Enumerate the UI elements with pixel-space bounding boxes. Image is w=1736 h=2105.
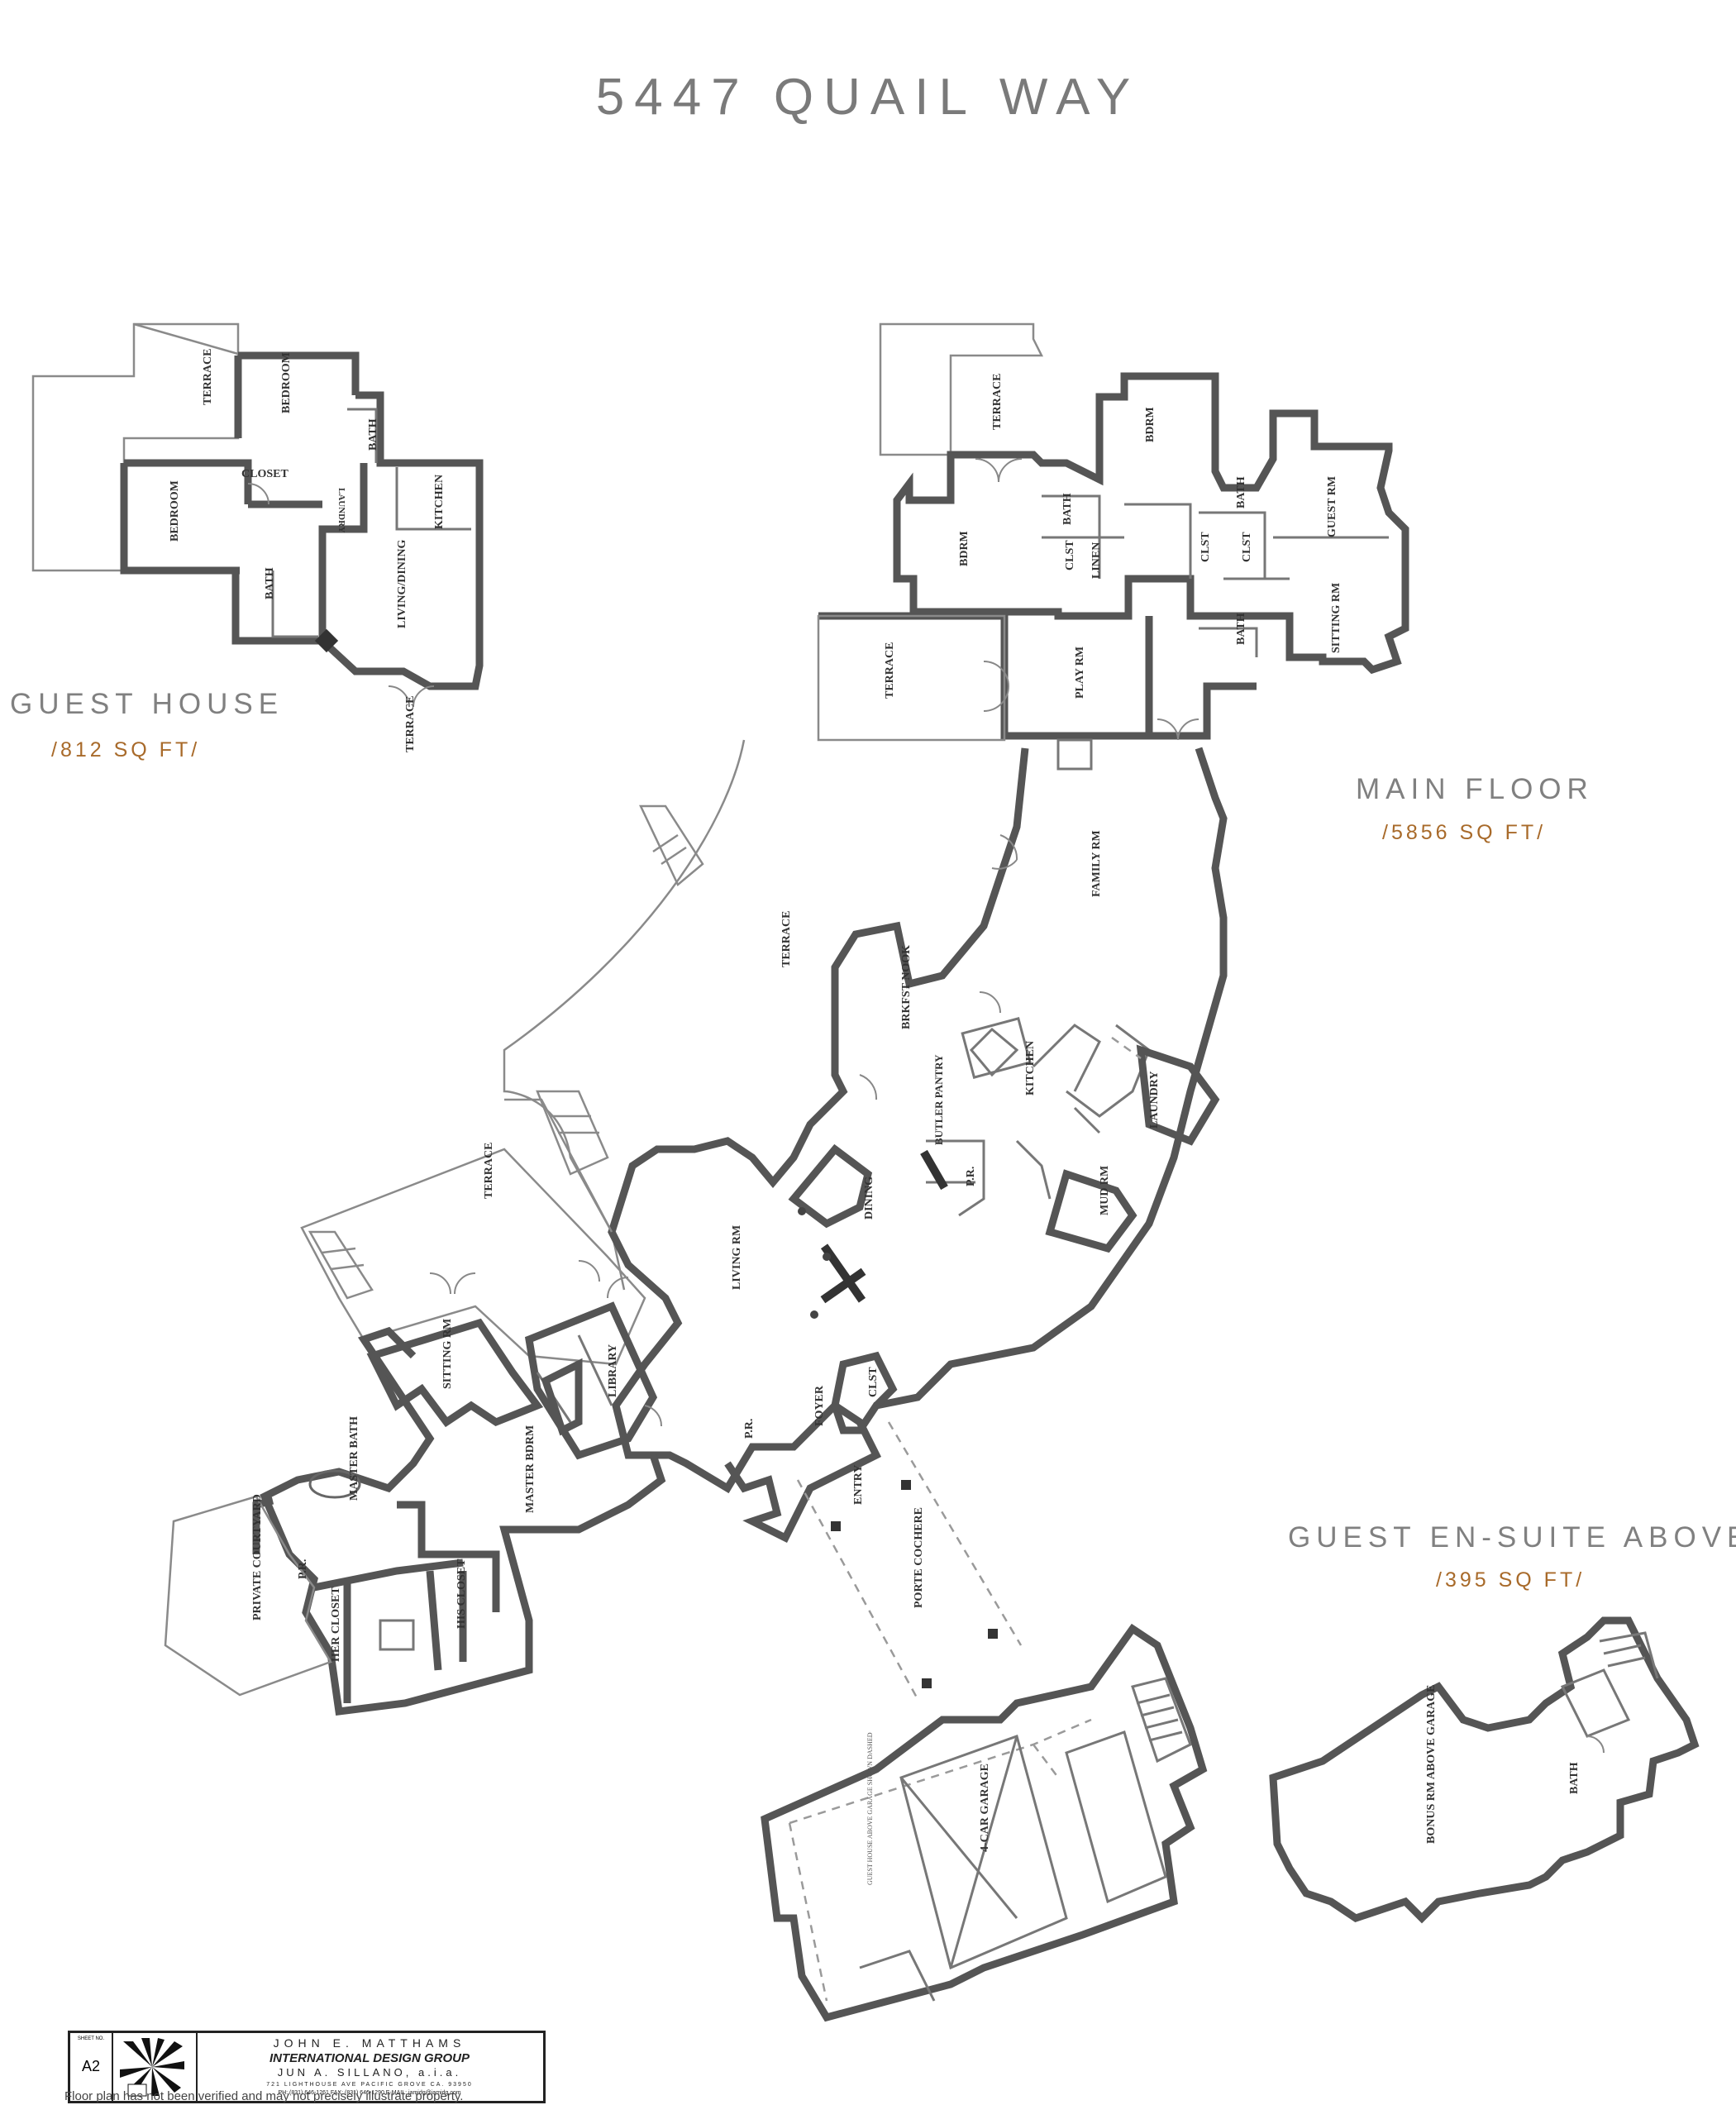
room-label: KITCHEN bbox=[433, 475, 446, 529]
room-label: TERRACE bbox=[780, 911, 793, 967]
room-label: MASTER BATH bbox=[348, 1416, 360, 1501]
firm-line-2: INTERNATIONAL DESIGN GROUP bbox=[269, 2051, 470, 2065]
room-label: LIVING RM bbox=[731, 1225, 743, 1290]
room-label: BDRM bbox=[958, 531, 971, 566]
room-label: SITTING RM bbox=[441, 1319, 454, 1389]
mf-terrace-top-outline bbox=[879, 322, 1044, 456]
room-label: CLST bbox=[1199, 532, 1212, 562]
room-label: TERRACE bbox=[884, 642, 896, 699]
room-label: P.R. bbox=[965, 1167, 977, 1186]
guest-house-plan: TERRACE BEDROOM BEDROOM BATH BATH CLOSET… bbox=[31, 322, 484, 752]
room-label: GUEST RM bbox=[1326, 476, 1338, 537]
title-block: SHEET NO. A2 JOHN E. MATTHAMS INTERNATIO… bbox=[68, 2031, 546, 2103]
main-floor-garage: 4-CAR GARAGE GUEST HOUSE ABOVE GARAGE SH… bbox=[761, 1623, 1208, 2022]
room-label: BATH bbox=[1568, 1762, 1581, 1794]
main-floor-north-wing: TERRACE BDRM BDRM BATH BATH BATH CLST CL… bbox=[817, 322, 1409, 771]
room-label: BEDROOM bbox=[280, 352, 293, 413]
guest-en-suite-plan: BONUS RM ABOVE GARAGE BATH bbox=[1269, 1616, 1700, 1924]
firm-line-3: JUN A. SILLANO, a.i.a. bbox=[277, 2066, 462, 2079]
room-label: CLST bbox=[1064, 540, 1076, 570]
main-floor-southwest-wing: TERRACE SITTING RM LIBRARY MASTER BATH M… bbox=[164, 1090, 666, 1716]
sheet-number: A2 bbox=[81, 2058, 101, 2074]
room-label: FAMILY RM bbox=[1090, 830, 1103, 897]
room-label: LIVING/DINING bbox=[396, 540, 408, 628]
room-label: BATH bbox=[367, 418, 379, 451]
main-floor-label: MAIN FLOOR bbox=[1356, 773, 1594, 805]
sheet-box: SHEET NO. A2 bbox=[70, 2033, 113, 2101]
room-label: BATH bbox=[1235, 476, 1247, 508]
room-label: HIS CLOSET bbox=[455, 1558, 468, 1629]
main-floor-entry: FOYER CLST P.R. ENTRY PORTE COCHERE bbox=[724, 1351, 1023, 1700]
room-label: 4-CAR GARAGE bbox=[979, 1764, 991, 1852]
room-label: TERRACE bbox=[404, 696, 417, 752]
room-label: MASTER BDRM bbox=[524, 1425, 537, 1513]
room-label: KITCHEN bbox=[1024, 1041, 1037, 1095]
disclaimer: Floor plan has not been verified and may… bbox=[64, 2089, 464, 2103]
firm-logo-icon bbox=[120, 2038, 184, 2097]
room-label: LAUNDRY bbox=[336, 488, 346, 533]
room-label: BUTLER PANTRY bbox=[932, 1054, 945, 1145]
plan-title: 5447 QUAIL WAY bbox=[595, 69, 1141, 126]
guest-house-area: /812 SQ FT/ bbox=[51, 738, 201, 761]
room-label: P.R. bbox=[297, 1559, 309, 1579]
room-label: PRIVATE COURTYARD bbox=[251, 1494, 264, 1621]
main-floor-central-wing: TERRACE FAMILY RM BRKFST NOOK KITCHEN LA… bbox=[503, 739, 1228, 1494]
room-label: GUEST HOUSE ABOVE GARAGE SHOWN DASHED bbox=[866, 1732, 874, 1885]
mf-terrace-mid-outline bbox=[817, 614, 1006, 742]
room-label: BATH bbox=[1235, 613, 1247, 645]
room-label: MUD RM bbox=[1099, 1166, 1111, 1215]
room-label: BDRM bbox=[1144, 407, 1157, 442]
guest-en-suite-area: /395 SQ FT/ bbox=[1436, 1568, 1586, 1592]
room-label: ENTRY bbox=[852, 1464, 865, 1505]
room-label: BATH bbox=[1061, 493, 1074, 525]
room-label: LAUNDRY bbox=[1148, 1071, 1161, 1129]
room-label: CLST bbox=[867, 1367, 880, 1397]
room-label: LIBRARY bbox=[607, 1344, 619, 1397]
firm-address: 721 LIGHTHOUSE AVE PACIFIC GROVE CA. 939… bbox=[266, 2082, 473, 2088]
room-label: SITTING RM bbox=[1330, 583, 1343, 653]
firm-info: JOHN E. MATTHAMS INTERNATIONAL DESIGN GR… bbox=[196, 2033, 545, 2101]
room-label: TERRACE bbox=[991, 374, 1004, 430]
room-label: TERRACE bbox=[202, 349, 214, 405]
firm-contact: PH: (831) 646-1261 FAX: (831) 646-1290 E… bbox=[278, 2090, 461, 2096]
room-label: LINEN bbox=[1090, 542, 1103, 579]
room-label: CLOSET bbox=[241, 468, 289, 480]
room-label: TERRACE bbox=[483, 1143, 495, 1199]
room-label: CLST bbox=[1241, 532, 1253, 562]
firm-line-1: JOHN E. MATTHAMS bbox=[273, 2036, 466, 2050]
guest-house-label: GUEST HOUSE bbox=[10, 688, 284, 720]
room-label: BONUS RM ABOVE GARAGE bbox=[1425, 1684, 1438, 1844]
room-label: BATH bbox=[264, 567, 276, 599]
guest-en-suite-label: GUEST EN-SUITE ABOVE bbox=[1288, 1521, 1736, 1554]
room-label: PORTE COCHERE bbox=[913, 1507, 925, 1608]
main-floor-area: /5856 SQ FT/ bbox=[1382, 821, 1547, 844]
room-label: FOYER bbox=[813, 1385, 826, 1426]
room-label: DINING bbox=[863, 1177, 875, 1220]
room-label: BEDROOM bbox=[169, 480, 181, 542]
room-label: P.R. bbox=[743, 1419, 756, 1439]
room-label: BRKFST NOOK bbox=[900, 945, 913, 1029]
room-label: HER CLOSET bbox=[330, 1587, 342, 1662]
room-label: PLAY RM bbox=[1074, 647, 1086, 699]
sheet-label: SHEET NO. bbox=[77, 2036, 105, 2041]
